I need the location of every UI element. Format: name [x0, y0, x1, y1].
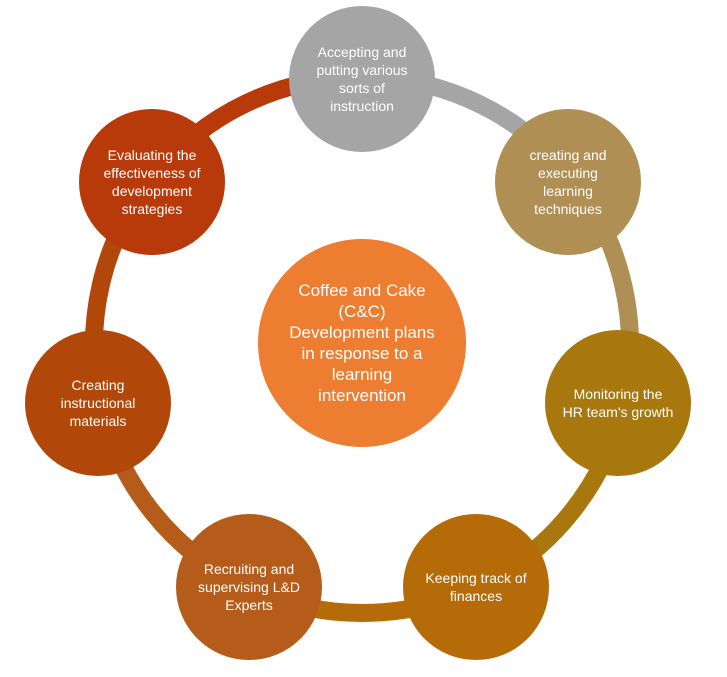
node-finances: Keeping track of finances	[403, 514, 549, 660]
node-label: Keeping track of finances	[425, 570, 527, 604]
node-accepting-instruction: Accepting and putting various sorts of i…	[289, 6, 435, 152]
node-recruiting: Recruiting and supervising L&D Experts	[176, 514, 322, 660]
node-learning-techniques: creating and executing learning techniqu…	[495, 109, 641, 255]
node-label: Monitoring the HR team's growth	[562, 386, 674, 420]
node-instructional-materials: Creating instructional materials	[25, 330, 171, 476]
node-label: Accepting and putting various sorts of i…	[316, 44, 408, 114]
center-circle: Coffee and Cake (C&C) Development plans …	[258, 239, 466, 447]
node-label: Creating instructional materials	[60, 377, 136, 429]
node-label: creating and executing learning techniqu…	[529, 147, 607, 217]
node-monitoring-hr: Monitoring the HR team's growth	[545, 330, 691, 476]
node-label: Evaluating the effectiveness of developm…	[103, 147, 201, 217]
node-label: Recruiting and supervising L&D Experts	[198, 561, 300, 613]
node-evaluating: Evaluating the effectiveness of developm…	[79, 109, 225, 255]
center-label: Coffee and Cake (C&C) Development plans …	[289, 281, 435, 405]
